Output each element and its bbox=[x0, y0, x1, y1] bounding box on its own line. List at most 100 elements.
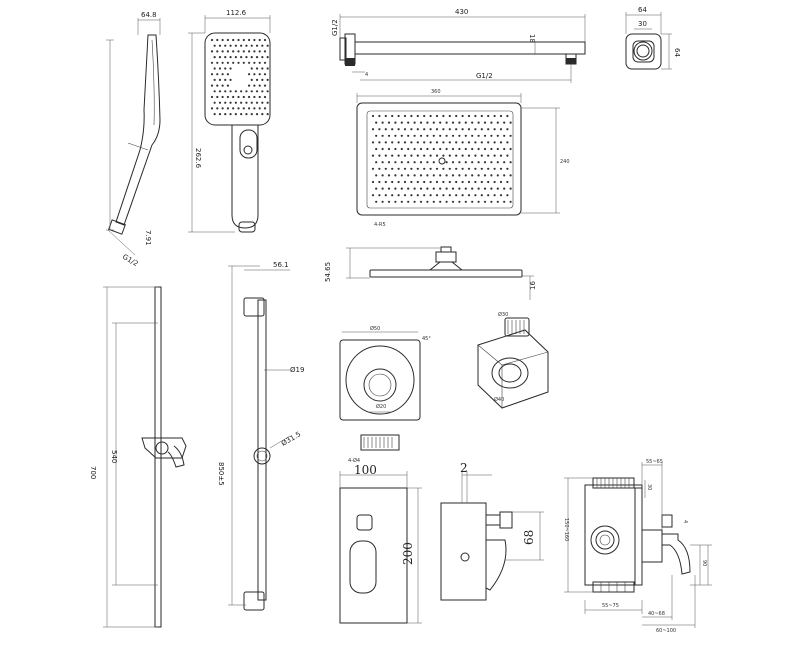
nozzle-dot bbox=[416, 154, 419, 157]
nozzle-dot bbox=[455, 141, 458, 144]
nozzle-dot bbox=[416, 194, 419, 197]
nozzle-dot bbox=[221, 61, 224, 64]
nozzle-dot bbox=[509, 187, 512, 190]
nozzle-dot bbox=[400, 187, 403, 190]
nozzle-dot bbox=[232, 38, 235, 42]
nozzle-dot bbox=[419, 200, 423, 203]
nozzle-dot bbox=[426, 121, 429, 124]
nozzle-dot bbox=[416, 141, 419, 144]
nozzle-dot bbox=[426, 200, 429, 203]
nozzle-dot bbox=[477, 200, 480, 203]
nozzle-dot bbox=[234, 90, 237, 93]
nozzle-dot bbox=[474, 194, 477, 197]
nozzle-dot bbox=[445, 147, 448, 151]
nozzle-dot bbox=[503, 200, 506, 203]
nozzle-dot bbox=[435, 154, 439, 157]
nozzle-dot bbox=[263, 107, 267, 110]
nozzle-dot bbox=[229, 67, 232, 70]
nozzle-dot bbox=[216, 38, 219, 42]
nozzle-dot bbox=[413, 121, 416, 124]
nozzle-dot bbox=[229, 90, 232, 93]
nozzle-dot bbox=[371, 180, 375, 184]
nozzle-dot bbox=[455, 180, 458, 184]
diverter-width-label: 100 bbox=[354, 463, 377, 477]
nozzle-dot bbox=[487, 180, 490, 184]
nozzle-dot bbox=[461, 114, 464, 118]
rail-bracket-offset-label: 56.1 bbox=[273, 261, 289, 269]
nozzle-dot bbox=[439, 187, 442, 190]
nozzle-dot bbox=[221, 50, 224, 53]
nozzle-dot bbox=[384, 194, 387, 197]
nozzle-dot bbox=[221, 38, 224, 42]
overhead-depth-label: 240 bbox=[560, 159, 570, 165]
wall-elbow-drawing bbox=[625, 12, 672, 70]
handshower-front-view bbox=[188, 15, 271, 233]
nozzle-dot bbox=[506, 180, 509, 184]
slide-rail-front-view bbox=[103, 286, 187, 628]
outlet-label-0: 4-Ø4 bbox=[348, 457, 360, 464]
nozzle-dot bbox=[391, 128, 394, 131]
nozzle-dot bbox=[253, 38, 256, 42]
nozzle-dot bbox=[250, 90, 253, 93]
nozzle-dot bbox=[242, 95, 245, 99]
nozzle-dot bbox=[218, 67, 222, 70]
handshower-length-label: 262.6 bbox=[194, 148, 202, 169]
nozzle-dot bbox=[266, 101, 269, 104]
nozzle-dot bbox=[455, 114, 458, 118]
nozzle-dot bbox=[442, 180, 445, 184]
nozzle-dot bbox=[224, 90, 227, 93]
nozzle-dot bbox=[442, 141, 445, 144]
nozzle-dot bbox=[464, 147, 467, 151]
nozzle-dot bbox=[245, 113, 248, 116]
nozzle-dot bbox=[375, 174, 378, 177]
nozzle-dot bbox=[480, 167, 483, 170]
nozzle-dot bbox=[237, 38, 240, 42]
nozzle-dot bbox=[477, 174, 480, 177]
nozzle-dot bbox=[509, 134, 512, 137]
nozzle-dot bbox=[458, 187, 461, 190]
valve-side1-label: 30 bbox=[646, 484, 652, 490]
nozzle-dot bbox=[375, 161, 378, 164]
nozzle-dot bbox=[213, 67, 216, 70]
nozzle-dot bbox=[210, 38, 214, 42]
nozzle-dot bbox=[384, 114, 387, 118]
nozzle-dot bbox=[381, 187, 384, 190]
outlet-label-2: Ø30 bbox=[498, 311, 508, 318]
nozzle-dot bbox=[397, 194, 400, 197]
nozzle-dot bbox=[483, 121, 487, 124]
nozzle-dot bbox=[216, 50, 219, 53]
nozzle-dot bbox=[258, 73, 261, 76]
nozzle-dot bbox=[226, 95, 229, 99]
nozzle-dot bbox=[242, 107, 245, 110]
nozzle-dot bbox=[371, 154, 375, 157]
nozzle-dot bbox=[210, 95, 214, 99]
nozzle-dot bbox=[394, 147, 397, 151]
nozzle-dot bbox=[224, 44, 227, 47]
diverter-plate-front-view bbox=[339, 471, 422, 624]
nozzle-dot bbox=[245, 44, 248, 47]
arm-height-label: 18 bbox=[528, 34, 536, 43]
nozzle-dot bbox=[509, 161, 512, 164]
elbow-height-label: 64 bbox=[673, 48, 681, 57]
nozzle-dot bbox=[397, 167, 400, 170]
nozzle-dot bbox=[266, 90, 269, 93]
nozzle-dot bbox=[378, 180, 381, 184]
nozzle-dot bbox=[234, 56, 237, 59]
nozzle-dot bbox=[467, 154, 471, 157]
nozzle-dot bbox=[445, 200, 448, 203]
nozzle-dot bbox=[263, 84, 267, 87]
nozzle-dot bbox=[397, 128, 400, 131]
nozzle-dot bbox=[429, 194, 432, 197]
nozzle-dot bbox=[261, 90, 264, 93]
nozzle-dot bbox=[226, 50, 229, 53]
nozzle-dot bbox=[210, 61, 214, 64]
nozzle-dot bbox=[229, 44, 232, 47]
nozzle-dot bbox=[419, 134, 423, 137]
nozzle-dot bbox=[429, 180, 432, 184]
nozzle-dot bbox=[213, 90, 216, 93]
nozzle-dot bbox=[263, 38, 267, 42]
nozzle-dot bbox=[471, 121, 474, 124]
nozzle-dot bbox=[461, 167, 464, 170]
nozzle-dot bbox=[255, 113, 259, 116]
elbow-inner-label: 30 bbox=[638, 20, 647, 28]
